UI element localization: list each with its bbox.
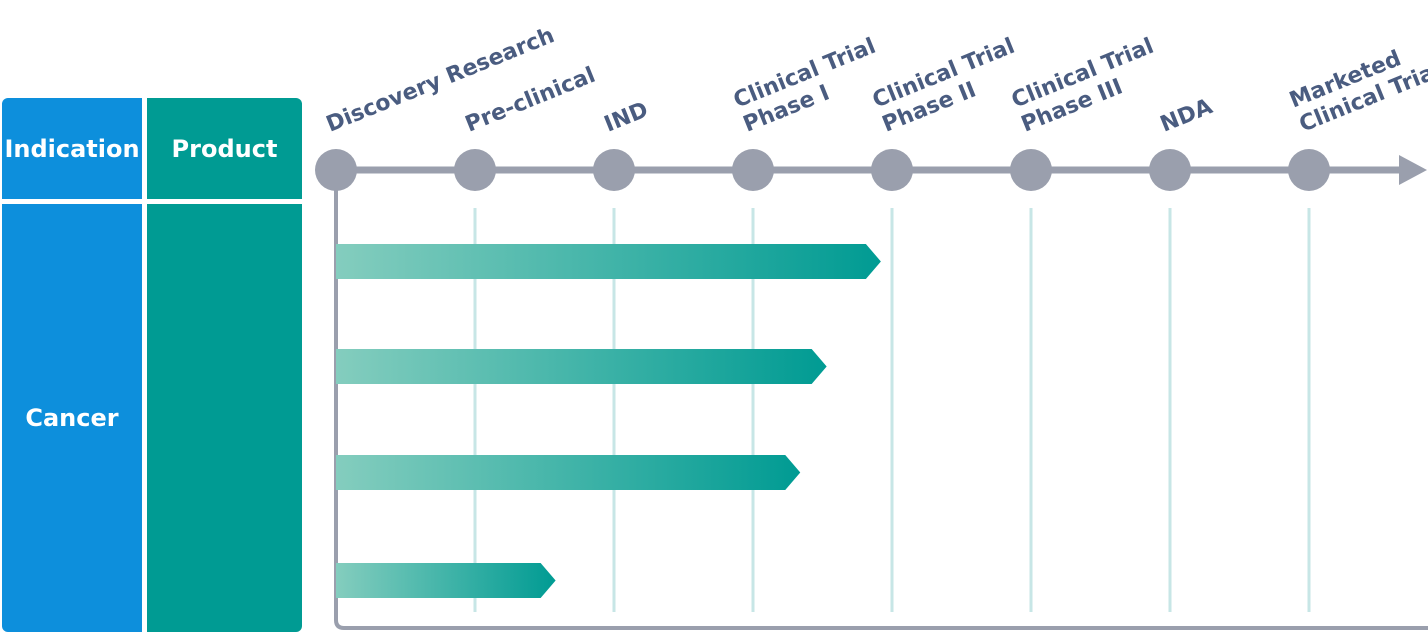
stage-node	[593, 149, 635, 191]
product-header: Product	[147, 98, 302, 199]
stage-label-line: IND	[601, 98, 652, 138]
stage-label: MarketedClinical Trial	[1286, 34, 1428, 138]
stage-label: Clinical TrialPhase I	[730, 34, 889, 138]
stage-node	[315, 149, 357, 191]
product-cell	[147, 204, 302, 632]
stage-node	[454, 149, 496, 191]
stage-node	[1149, 149, 1191, 191]
pipeline-progress-bar	[336, 244, 881, 279]
pipeline-progress-bar	[336, 455, 801, 490]
indication-header-label: Indication	[4, 134, 140, 163]
indication-cell: Cancer	[2, 204, 142, 632]
stage-label-line: NDA	[1157, 94, 1216, 137]
pipeline-progress-bar	[336, 349, 827, 384]
stage-node	[871, 149, 913, 191]
indication-value: Cancer	[25, 404, 119, 432]
axis-arrowhead-icon	[1399, 155, 1427, 185]
stage-node	[732, 149, 774, 191]
stage-label: Discovery Research	[323, 23, 558, 137]
stage-label-line: Discovery Research	[323, 23, 558, 137]
pipeline-progress-bar	[336, 563, 556, 598]
stage-node	[1288, 149, 1330, 191]
indication-header: Indication	[2, 98, 142, 199]
stage-label: IND	[601, 98, 652, 138]
stage-label: Clinical TrialPhase II	[869, 34, 1028, 138]
stage-label: NDA	[1157, 94, 1216, 137]
stage-node	[1010, 149, 1052, 191]
product-header-label: Product	[171, 134, 278, 163]
chart-frame	[334, 170, 1428, 630]
stage-label: Clinical TrialPhase III	[1008, 34, 1167, 138]
